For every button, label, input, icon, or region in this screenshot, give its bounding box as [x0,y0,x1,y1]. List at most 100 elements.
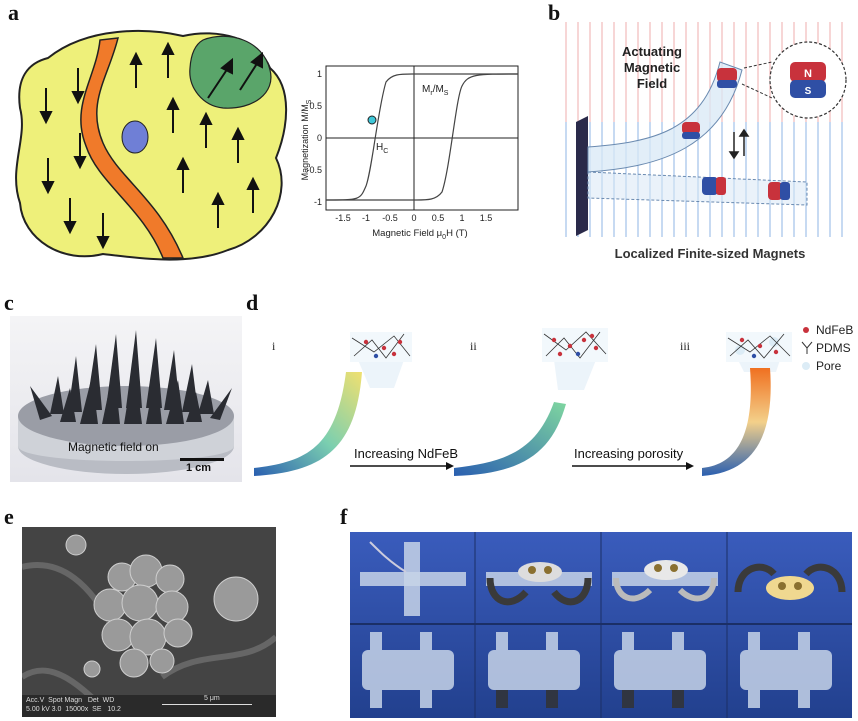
arrow-increasing-porosity [572,462,694,470]
hysteresis-plot: -1.5 -1 -0.5 0 0.5 1 1.5 1 0.5 0 -0.5 -1… [300,65,519,241]
wall-mount [576,116,588,236]
legend-pore-icon [802,362,810,370]
legend-pore: Pore [816,359,842,373]
legend-ndfeb-icon [803,327,809,333]
x-axis-label: Magnetic Field μ0H (T) [372,228,467,241]
scale-bar [180,458,224,461]
cantilever-iii [702,368,771,476]
x-tick-labels: -1.5 -1 -0.5 0 0.5 1 1.5 [335,213,492,223]
y-tick: 1 [317,69,322,79]
south-label: S [805,86,812,97]
coercive-field-point [367,115,377,125]
straight-beam [587,171,808,206]
sem-info-line1: Acc.V Spot Magn Det WD [26,697,115,704]
legend-pdms-icon [801,341,813,354]
remanence-label: Mr/MS [422,84,449,97]
network-zoom-iii [726,332,792,372]
sem-info-line2: 5.00 kV 3.0 15000x SE 10.2 [26,706,121,713]
zoom-magnet-south [790,80,826,98]
field-label-line3: Field [637,76,667,91]
hysteresis-upper-branch [325,73,518,201]
up-arrow [231,126,245,163]
magnetic-field-caption: Magnetic field on [68,440,159,454]
up-arrow [246,176,260,213]
panel-letter-a: a [8,0,19,25]
roman-i: i [272,339,276,353]
x-tick: 1 [459,213,464,223]
x-tick: -1 [362,213,370,223]
coercivity-label: HC [376,142,388,155]
down-arrow [96,213,110,250]
zoom-magnet-north [790,62,826,82]
y-axis-label: Magnetization M/MS [300,99,313,180]
down-arrow [41,158,55,195]
ferrofluid-photo: Magnetic field on 1 cm [10,316,242,482]
robot-photo-grid [350,532,852,718]
magnetic-domain-illustration [15,30,288,261]
localized-magnets-caption: Localized Finite-sized Magnets [615,246,806,261]
y-tick: 0 [317,133,322,143]
sem-micrograph: Acc.V Spot Magn Det WD 5.00 kV 3.0 15000… [22,527,276,717]
label-increasing-ndfeb: Increasing NdFeB [354,446,458,461]
field-label-line2: Magnetic [624,60,680,75]
down-arrow [73,133,87,170]
panel-letter-b: b [548,0,561,25]
cross-robot-2 [486,562,592,606]
up-arrow [166,96,180,133]
nucleus [121,120,149,154]
up-arrow [129,51,143,88]
y-tick: -1 [314,197,322,207]
x-tick: 0 [411,213,416,223]
diagonal-arrow [239,51,263,91]
legend-ndfeb: NdFeB [816,323,853,337]
sem-scale-label: 5 μm [204,695,220,702]
field-label-line1: Actuating [622,44,682,59]
quadruped-robots [362,632,832,708]
panel-letter-c: c [4,290,14,315]
down-arrow [63,198,77,235]
legend: NdFeB PDMS Pore [801,323,853,373]
beam-magnet [717,68,737,88]
cantilever-ii [454,402,566,476]
x-tick: -1.5 [335,213,351,223]
roman-ii: ii [470,339,477,353]
sem-scale-bar [162,704,252,705]
up-arrow [211,191,225,228]
y-tick-labels: 1 0.5 0 -0.5 -1 [306,69,322,207]
network-zoom-i [350,332,412,388]
cross-robot-4 [734,563,846,600]
label-increasing-porosity: Increasing porosity [574,446,684,461]
cross-robot-1 [360,541,466,616]
beam-magnet [702,177,726,195]
network-zoom-ii [542,328,608,390]
domain-arrows [39,41,263,250]
y-tick: -0.5 [306,165,322,175]
diagonal-arrow [207,57,233,99]
x-tick: -0.5 [382,213,398,223]
legend-pdms: PDMS [816,341,851,355]
panel-letter-d: d [246,290,259,315]
porous-magnet-schematic: i ii iii Increasing NdFeB Increasing por… [254,323,853,476]
panel-letter-e: e [4,504,14,529]
arrow-increasing-ndfeb [350,462,454,470]
roman-iii: iii [680,339,691,353]
hysteresis-lower-branch [326,73,519,201]
x-tick: 1.5 [480,213,493,223]
y-tick: 0.5 [309,101,322,111]
panel-letter-f: f [340,504,348,529]
localized-magnets-illustration: N S Actuating Magnetic Field Localized F… [562,22,852,261]
scale-label: 1 cm [186,462,212,474]
beam-magnet [768,182,790,200]
down-arrow [39,88,53,125]
cantilever-i [254,372,362,476]
up-arrow [199,111,213,148]
up-arrow [176,156,190,193]
deflection-arrows [728,128,750,160]
bent-beam [587,61,743,173]
x-tick: 0.5 [432,213,445,223]
up-arrow [161,41,175,78]
domain-wall [80,37,185,259]
north-label: N [804,68,812,80]
cross-robot-3 [612,560,718,602]
beam-magnet [682,122,700,139]
